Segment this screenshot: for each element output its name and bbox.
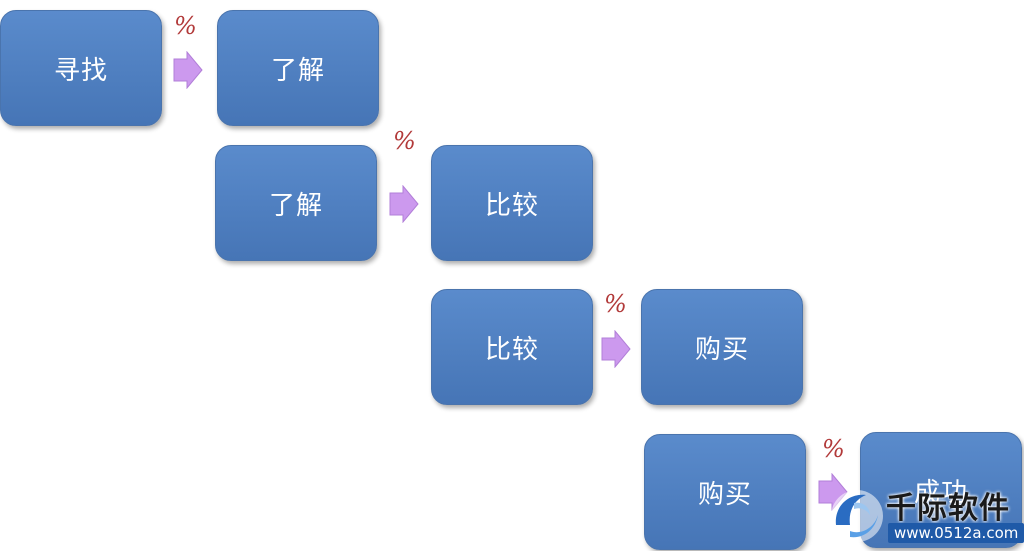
step-box-row3-to: 购买 [641,289,803,405]
watermark-url: www.0512a.com [888,523,1024,543]
step-label: 比较 [484,334,539,365]
watermark-title: 千际软件 [886,491,1010,526]
step-box-row1-from: 寻找 [0,10,162,126]
watermark-logo-icon [831,490,883,542]
arrow-right-icon [173,51,203,89]
step-box-row2-from: 了解 [215,145,377,261]
step-label: 成功 [913,477,968,508]
step-label: 购买 [697,479,752,510]
step-box-row4-from: 购买 [644,434,806,550]
step-label: 了解 [268,190,323,221]
step-label: 了解 [270,55,325,86]
step-label: 比较 [484,190,539,221]
step-label: 购买 [694,334,749,365]
step-box-row2-to: 比较 [431,145,593,261]
step-box-row3-from: 比较 [431,289,593,405]
step-label: 寻找 [53,55,108,86]
conversion-percent-row1: % [174,12,197,40]
arrow-right-icon [601,330,631,368]
conversion-percent-row4: % [822,435,845,463]
watermark: 千际软件 www.0512a.com [826,483,1024,549]
conversion-percent-row3: % [604,290,627,318]
step-box-row1-to: 了解 [217,10,379,126]
conversion-percent-row2: % [393,127,416,155]
arrow-right-icon [389,185,419,223]
